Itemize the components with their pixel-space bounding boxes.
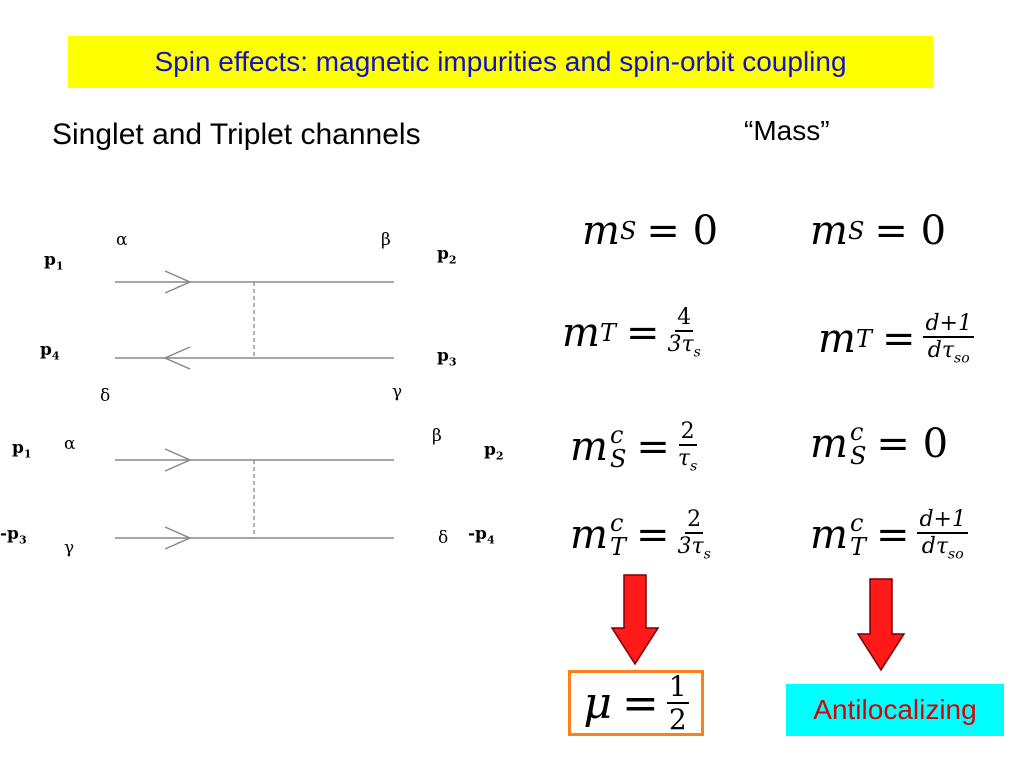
bottom-lower-arrow xyxy=(164,526,192,550)
top-p3-label: p3 xyxy=(437,346,457,369)
top-p1-label: p1 xyxy=(44,250,64,273)
mass-heading: “Mass” xyxy=(744,115,830,146)
bottom-beta-label: β xyxy=(432,426,442,446)
top-lower-arrow xyxy=(163,346,191,370)
channels-heading: Singlet and Triplet channels xyxy=(52,118,421,151)
bottom-delta-label: δ xyxy=(438,528,449,548)
top-alpha-label: α xyxy=(116,230,128,250)
top-beta-label: β xyxy=(381,230,391,250)
top-gamma-label: γ xyxy=(392,382,403,402)
down-arrow-icon xyxy=(610,574,660,666)
bottom-gamma-label: γ xyxy=(64,538,75,558)
bottom-minus-p3-label: -p3 xyxy=(0,524,27,547)
top-upper-arrow xyxy=(164,270,192,294)
bottom-p2-label: p2 xyxy=(484,440,504,463)
top-p4-label: p4 xyxy=(40,340,60,363)
bottom-upper-arrow xyxy=(164,448,192,472)
slide-title: Spin effects: magnetic impurities and sp… xyxy=(68,36,933,88)
top-delta-label: δ xyxy=(100,386,111,406)
antilocalizing-label: Antilocalizing xyxy=(786,684,1004,736)
bottom-minus-p4-label: -p4 xyxy=(468,524,495,547)
down-arrow-icon xyxy=(856,578,906,672)
bottom-alpha-label: α xyxy=(64,434,76,454)
top-p2-label: p2 xyxy=(437,244,457,267)
bottom-p1-label: p1 xyxy=(12,438,32,461)
diagram-lines xyxy=(115,270,394,550)
